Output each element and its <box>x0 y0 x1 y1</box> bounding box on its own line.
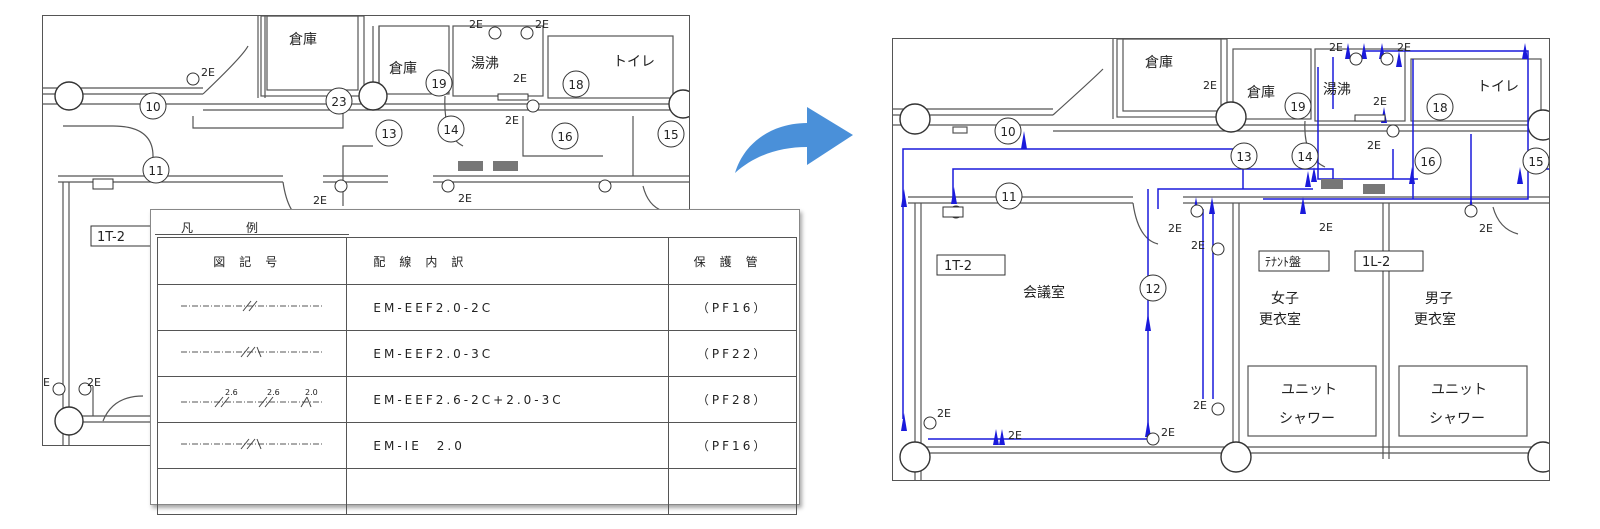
right-plan-drawing: 10 11 12 13 14 19 18 16 15 倉庫 倉庫 湯沸 トイレ … <box>893 39 1549 480</box>
legend-row-empty <box>156 468 797 515</box>
legend-table: 図記号 配線内訳 保護管 EM-EEF2.0-2C （PF16） EM-EEF2… <box>156 237 797 515</box>
right-room-men-2: 更衣室 <box>1414 311 1456 328</box>
right-wire-label: 2E <box>1203 79 1217 92</box>
left-wire-label: 2E <box>513 72 527 85</box>
right-circuit-16: 16 <box>1420 155 1435 169</box>
right-wire-label: 2E <box>1329 41 1343 54</box>
legend-empty-cell <box>156 468 348 515</box>
right-room-shower-b-2: シャワー <box>1429 411 1485 427</box>
right-room-women-2: 更衣室 <box>1259 311 1301 328</box>
left-room-toilet: トイレ <box>613 54 655 70</box>
right-room-storage-b: 倉庫 <box>1247 84 1275 101</box>
right-room-toilet: トイレ <box>1477 79 1519 95</box>
left-room-storage-b: 倉庫 <box>389 60 417 77</box>
left-circuit-13: 13 <box>381 127 396 141</box>
legend-row: EM-EEF2.0-3C （PF22） <box>156 330 797 377</box>
legend-card: 凡 例 図記号 配線内訳 保護管 EM-EEF2.0-2C （PF16） EM-… <box>150 209 800 515</box>
right-wire-label: 2E <box>937 407 951 420</box>
right-circuit-19: 19 <box>1290 100 1305 114</box>
legend-empty-cell <box>346 468 670 515</box>
legend-conduit: （PF16） <box>668 422 797 469</box>
legend-symbol-label: 2.6 <box>225 388 238 397</box>
right-room-storage-a: 倉庫 <box>1145 54 1173 71</box>
right-wire-label: 2E <box>1168 222 1182 235</box>
right-panel-a-label: 1T-2 <box>944 259 972 274</box>
right-room-kitchen: 湯沸 <box>1323 81 1351 98</box>
right-circuit-18: 18 <box>1432 101 1447 115</box>
left-wire-label: 2E <box>87 376 101 389</box>
legend-row: EM-IE 2.0 （PF16） <box>156 422 797 469</box>
left-wire-label: 2E <box>458 192 472 205</box>
right-wire-label: 2E <box>1479 222 1493 235</box>
legend-conduit: （PF22） <box>668 330 797 377</box>
right-room-meeting: 会議室 <box>1023 284 1065 301</box>
left-wire-label: 2E <box>505 114 519 127</box>
right-wire-label: 2E <box>1008 429 1022 442</box>
right-wire-label: 2E <box>1373 95 1387 108</box>
legend-conduit: （PF28） <box>668 376 797 423</box>
right-circuit-12: 12 <box>1145 282 1160 296</box>
legend-symbol <box>156 284 348 331</box>
left-wire-label: E <box>43 376 50 389</box>
left-room-storage-a: 倉庫 <box>289 31 317 48</box>
right-circuit-14: 14 <box>1297 150 1312 164</box>
legend-row: EM-EEF2.0-2C （PF16） <box>156 284 797 331</box>
legend-symbol-label: 2.6 <box>267 388 280 397</box>
right-wire-label: 2E <box>1367 139 1381 152</box>
left-wire-label: 2E <box>535 18 549 31</box>
legend-wiring: EM-EEF2.0-2C <box>346 284 670 331</box>
legend-header-conduit: 保護管 <box>668 237 797 285</box>
left-room-kitchen: 湯沸 <box>471 55 499 72</box>
left-panel-label: 1T-2 <box>97 230 125 245</box>
right-room-men-1: 男子 <box>1425 291 1453 307</box>
right-circuit-13: 13 <box>1236 150 1251 164</box>
right-circuit-11: 11 <box>1001 190 1016 204</box>
right-tenant-panel-label: ﾃﾅﾝﾄ盤 <box>1265 255 1301 269</box>
left-circuit-23: 23 <box>331 95 346 109</box>
legend-wiring: EM-EEF2.6-2C+2.0-3C <box>346 376 670 423</box>
right-panel-b-label: 1L-2 <box>1362 255 1390 270</box>
left-circuit-19: 19 <box>431 77 446 91</box>
curved-arrow-icon <box>735 107 853 173</box>
legend-row: 2.6 2.6 2.0 EM-EEF2.6-2C+2.0-3C （PF28） <box>156 376 797 423</box>
right-wire-label: 2E <box>1397 41 1411 54</box>
left-circuit-18: 18 <box>568 78 583 92</box>
legend-empty-cell <box>668 468 797 515</box>
legend-title-underline <box>155 234 349 235</box>
legend-wiring: EM-EEF2.0-3C <box>346 330 670 377</box>
left-circuit-15: 15 <box>663 128 678 142</box>
legend-header-symbol: 図記号 <box>156 237 348 285</box>
legend-wiring: EM-IE 2.0 <box>346 422 670 469</box>
legend-symbol <box>156 330 348 377</box>
left-plan-drawing: 10 11 23 13 14 19 18 16 15 倉庫 倉庫 湯沸 トイレ … <box>43 16 689 445</box>
left-wire-label: 2E <box>313 194 327 207</box>
left-circuit-14: 14 <box>443 123 458 137</box>
right-room-shower-b-1: ユニット <box>1431 382 1487 398</box>
right-wire-label: 2E <box>1319 221 1333 234</box>
right-room-shower-a-2: シャワー <box>1279 411 1335 427</box>
legend-conduit: （PF16） <box>668 284 797 331</box>
right-room-women-1: 女子 <box>1271 290 1299 307</box>
right-wire-label: 2E <box>1161 426 1175 439</box>
legend-symbol-label: 2.0 <box>305 388 318 397</box>
right-circuit-15: 15 <box>1528 155 1543 169</box>
right-floor-plan: 10 11 12 13 14 19 18 16 15 倉庫 倉庫 湯沸 トイレ … <box>892 38 1550 481</box>
legend-title: 凡 例 <box>181 221 260 235</box>
right-wire-label: 2E <box>1191 239 1205 252</box>
left-wire-label: 2E <box>469 18 483 31</box>
legend-symbol <box>156 422 348 469</box>
left-circuit-11: 11 <box>148 164 163 178</box>
right-room-shower-a-1: ユニット <box>1281 382 1337 398</box>
left-circuit-16: 16 <box>557 130 572 144</box>
left-circuit-10: 10 <box>145 100 160 114</box>
left-wire-label: 2E <box>201 66 215 79</box>
right-circuit-10: 10 <box>1000 125 1015 139</box>
legend-header-row: 図記号 配線内訳 保護管 <box>156 237 797 285</box>
right-wire-label: 2E <box>1193 399 1207 412</box>
legend-header-wiring: 配線内訳 <box>346 237 670 285</box>
legend-symbol: 2.6 2.6 2.0 <box>156 376 348 423</box>
